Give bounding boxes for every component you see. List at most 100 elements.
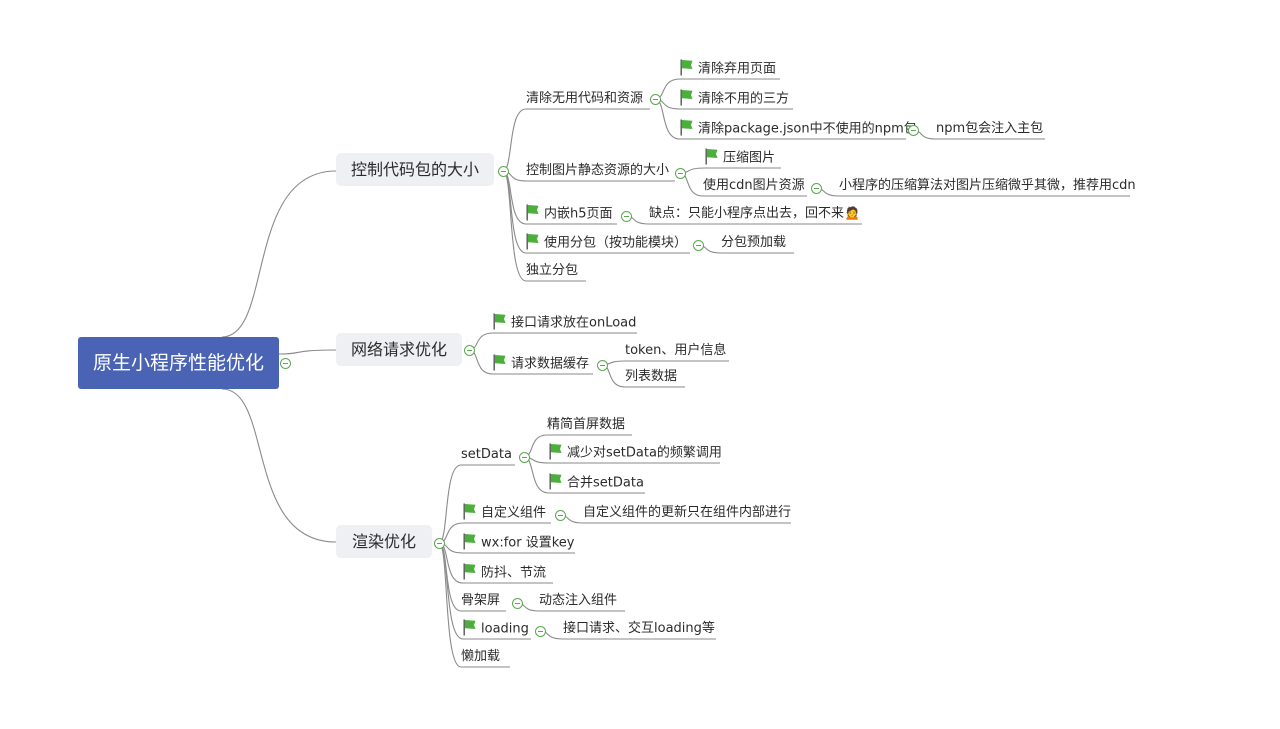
flagged-topic[interactable]: 合并setData [549, 473, 644, 493]
topic[interactable]: 控制图片静态资源的大小 [526, 162, 669, 180]
topic-label: 请求数据缓存 [511, 356, 590, 372]
topic-label: wx:for 设置key [481, 535, 575, 551]
topic-label: 列表数据 [625, 369, 678, 384]
flagged-topic[interactable]: 防抖、节流 [463, 563, 547, 583]
topic[interactable]: token、用户信息 [625, 342, 726, 360]
topic[interactable]: 使用cdn图片资源 [703, 177, 805, 195]
topic-label: 懒加载 [461, 649, 501, 664]
flagged-topic[interactable]: 清除弃用页面 [680, 59, 776, 79]
flagged-topic[interactable]: 压缩图片 [705, 148, 776, 168]
collapse-icon[interactable] [811, 183, 822, 194]
root-collapse-icon[interactable] [280, 358, 291, 369]
connector-line [438, 542, 462, 668]
topic-label: 清除不用的三方 [698, 91, 790, 107]
flag-icon [526, 204, 539, 221]
topic-label: 接口请求放在onLoad [511, 315, 637, 331]
topic-label: 缺点：只能小程序点出去，回不来🙍 [649, 206, 861, 221]
topic[interactable]: 列表数据 [625, 368, 677, 386]
flag-icon [549, 473, 562, 490]
topic-label: 压缩图片 [723, 150, 776, 166]
topic[interactable]: setData [461, 446, 512, 464]
flag-icon [680, 89, 693, 106]
flagged-topic[interactable]: 减少对setData的频繁调用 [549, 443, 722, 463]
topic[interactable]: 动态注入组件 [539, 592, 617, 610]
topic-label: token、用户信息 [625, 343, 727, 358]
flagged-topic[interactable]: 清除不用的三方 [680, 89, 790, 109]
topic-label: 自定义组件的更新只在组件内部进行 [583, 505, 792, 520]
topic-label: 减少对setData的频繁调用 [567, 445, 722, 461]
branch-label: 控制代码包的大小 [350, 160, 479, 179]
topic-label: 使用cdn图片资源 [703, 178, 805, 193]
collapse-icon[interactable] [650, 94, 661, 105]
topic-label: 使用分包（按功能模块） [544, 235, 688, 251]
flagged-topic[interactable]: 自定义组件 [463, 503, 547, 523]
flag-icon [680, 119, 693, 136]
flagged-topic[interactable]: 内嵌h5页面 [526, 204, 613, 224]
topic-label: 清除无用代码和资源 [526, 91, 644, 106]
connector-root-branch [278, 349, 337, 355]
flagged-topic[interactable]: loading [463, 619, 529, 639]
branch-collapse-icon[interactable] [464, 345, 475, 356]
collapse-icon[interactable] [621, 211, 632, 222]
topic[interactable]: 自定义组件的更新只在组件内部进行 [583, 504, 791, 522]
topic-label: 防抖、节流 [481, 565, 547, 581]
root-topic[interactable]: 原生小程序性能优化 [78, 337, 279, 389]
topic[interactable]: 清除无用代码和资源 [526, 90, 643, 108]
collapse-icon[interactable] [693, 240, 704, 251]
topic-label: loading [481, 621, 529, 637]
topic-label: 自定义组件 [481, 505, 547, 521]
branch-collapse-icon[interactable] [434, 538, 445, 549]
topic[interactable]: 精简首屏数据 [547, 416, 625, 434]
connector-line [654, 98, 681, 140]
flag-icon [463, 619, 476, 636]
flag-icon [549, 443, 562, 460]
branch-package-size[interactable]: 控制代码包的大小 [336, 153, 494, 186]
topic-label: 分包预加载 [721, 235, 787, 250]
topic-label: 骨架屏 [461, 593, 501, 608]
topic[interactable]: 接口请求、交互loading等 [563, 620, 715, 638]
collapse-icon[interactable] [535, 626, 546, 637]
branch-collapse-icon[interactable] [498, 166, 509, 177]
topic-label: 控制图片静态资源的大小 [526, 163, 670, 178]
topic-label: 清除package.json中不使用的npm包 [698, 121, 917, 137]
topic[interactable]: 缺点：只能小程序点出去，回不来🙍 [649, 205, 860, 223]
connector-line [438, 464, 462, 544]
branch-network[interactable]: 网络请求优化 [336, 333, 462, 366]
collapse-icon[interactable] [597, 360, 608, 371]
topic-label: setData [461, 447, 512, 462]
topic-label: 独立分包 [526, 263, 579, 278]
topic[interactable]: 小程序的压缩算法对图片压缩微乎其微，推荐用cdn [839, 177, 1136, 195]
topic[interactable]: 骨架屏 [461, 592, 500, 610]
collapse-icon[interactable] [555, 510, 566, 521]
flag-icon [463, 563, 476, 580]
connector-line [438, 542, 464, 640]
flagged-topic[interactable]: wx:for 设置key [463, 533, 575, 553]
flag-icon [463, 503, 476, 520]
branch-render[interactable]: 渲染优化 [336, 525, 432, 558]
connector-line [502, 170, 527, 282]
topic-label: 内嵌h5页面 [544, 206, 613, 222]
flagged-topic[interactable]: 清除package.json中不使用的npm包 [680, 119, 917, 139]
collapse-icon[interactable] [675, 168, 686, 179]
connector-root-branch [221, 388, 337, 543]
topic[interactable]: 分包预加载 [721, 234, 786, 252]
flag-icon [463, 533, 476, 550]
topic[interactable]: npm包会注入主包 [936, 120, 1043, 138]
topic-label: npm包会注入主包 [936, 121, 1044, 136]
flagged-topic[interactable]: 接口请求放在onLoad [493, 313, 637, 333]
topic-label: 精简首屏数据 [547, 417, 626, 432]
branch-label: 渲染优化 [351, 532, 416, 551]
collapse-icon[interactable] [908, 125, 919, 136]
topic-label: 接口请求、交互loading等 [563, 621, 715, 636]
flagged-topic[interactable]: 请求数据缓存 [493, 354, 590, 374]
topic[interactable]: 懒加载 [461, 648, 500, 666]
topic[interactable]: 独立分包 [526, 262, 578, 280]
collapse-icon[interactable] [512, 598, 523, 609]
flagged-topic[interactable]: 使用分包（按功能模块） [526, 233, 688, 253]
flag-icon [493, 313, 506, 330]
root-label: 原生小程序性能优化 [92, 352, 264, 374]
connector-line [502, 108, 527, 172]
topic-label: 小程序的压缩算法对图片压缩微乎其微，推荐用cdn [839, 178, 1136, 193]
collapse-icon[interactable] [519, 452, 530, 463]
